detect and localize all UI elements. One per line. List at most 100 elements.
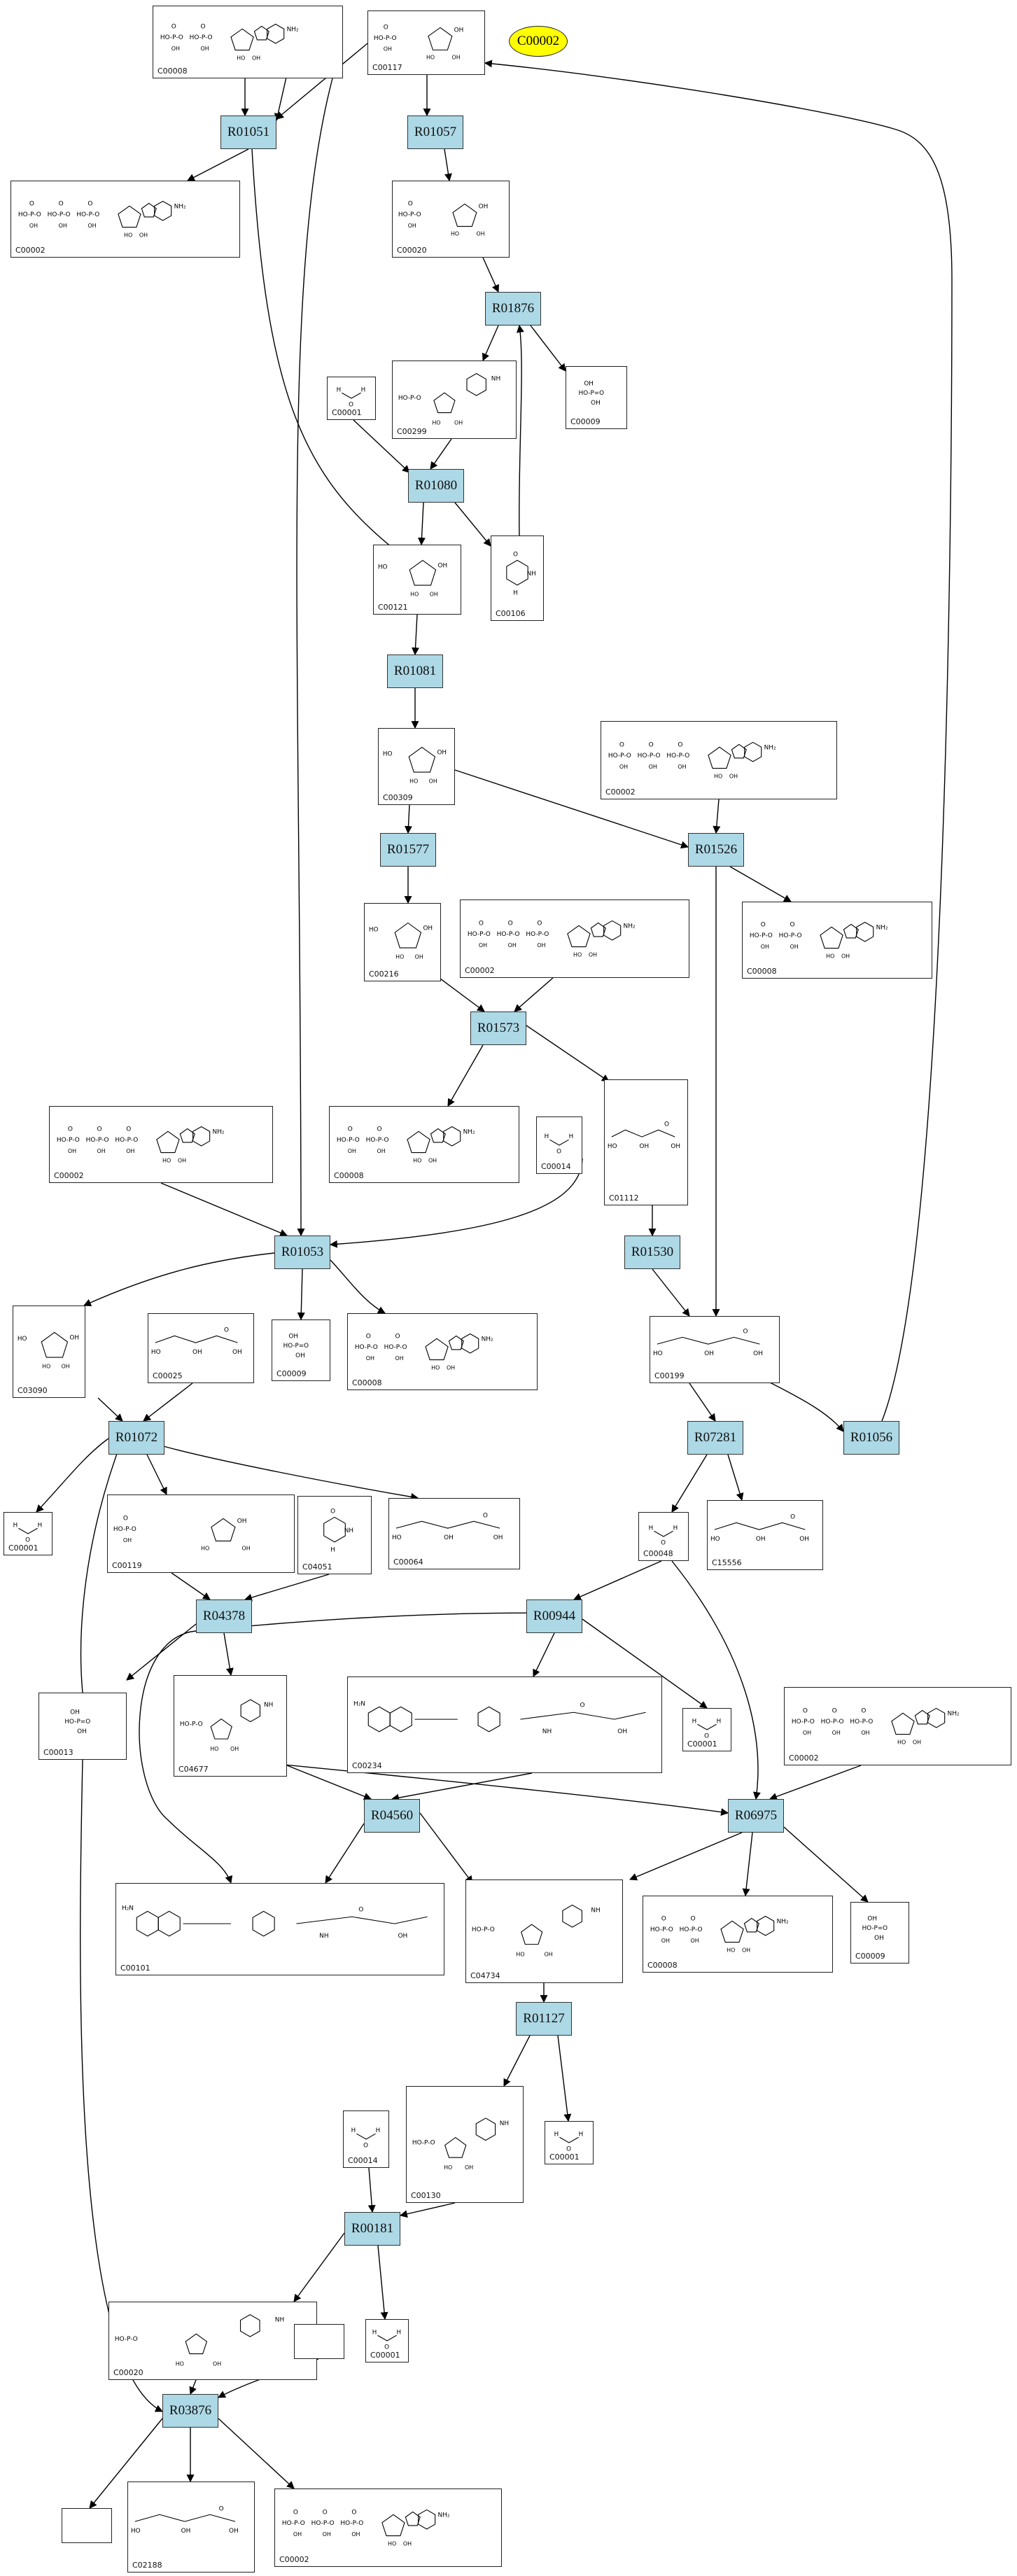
reaction-node[interactable]: R00181	[344, 2212, 400, 2246]
pathway-edge	[171, 1572, 211, 1600]
svg-text:NH₂: NH₂	[463, 1128, 475, 1135]
svg-text:OH: OH	[867, 1915, 877, 1922]
reaction-node[interactable]: R01876	[485, 292, 541, 326]
svg-text:NH₂: NH₂	[438, 2512, 450, 2519]
pathway-edge	[36, 1438, 109, 1513]
svg-text:OH: OH	[87, 223, 96, 229]
svg-text:OH: OH	[761, 944, 769, 950]
svg-text:HO-P-O: HO-P-O	[850, 1718, 873, 1726]
compound-id-label: C00121	[378, 603, 408, 612]
selected-compound-badge[interactable]: C00002	[509, 26, 568, 57]
svg-text:OH: OH	[232, 1349, 242, 1356]
reaction-node[interactable]: R04560	[364, 1799, 420, 1833]
reaction-node[interactable]: R01057	[407, 115, 463, 149]
svg-text:HO-P-O: HO-P-O	[48, 211, 71, 218]
svg-text:OH: OH	[423, 925, 433, 932]
svg-text:O: O	[832, 1707, 837, 1714]
reaction-node[interactable]: R01072	[108, 1421, 164, 1455]
svg-text:O: O	[323, 2509, 328, 2516]
reaction-node[interactable]: R01081	[387, 654, 443, 688]
reaction-node[interactable]: R06975	[728, 1799, 784, 1833]
pathway-edge	[783, 1826, 869, 1903]
empty-compound-node[interactable]	[294, 2324, 344, 2359]
svg-text:OH: OH	[661, 1938, 670, 1944]
compound-id-label: C00199	[654, 1371, 685, 1380]
reaction-node[interactable]: R01053	[274, 1236, 330, 1269]
compound-id-label: C00001	[332, 408, 362, 417]
svg-text:HO-P-O: HO-P-O	[340, 2520, 363, 2527]
reaction-node[interactable]: R03876	[162, 2394, 218, 2428]
svg-text:NH: NH	[264, 1702, 273, 1709]
svg-text:O: O	[87, 200, 92, 207]
compound-id-label: C00020	[397, 246, 427, 255]
compound-id-label: C00001	[370, 2351, 400, 2360]
reaction-node[interactable]: R04378	[196, 1600, 252, 1633]
svg-text:OH: OH	[589, 952, 597, 958]
reaction-node[interactable]: R00944	[526, 1600, 582, 1633]
reaction-node[interactable]: R01080	[408, 469, 464, 503]
reaction-node[interactable]: R01573	[470, 1011, 526, 1045]
svg-text:NH: NH	[275, 2317, 284, 2324]
reaction-node[interactable]: R01056	[843, 1421, 899, 1455]
svg-text:OH: OH	[493, 1534, 503, 1541]
pathway-edge	[482, 257, 499, 293]
svg-text:O: O	[803, 1707, 808, 1714]
svg-text:O: O	[363, 2143, 368, 2150]
svg-text:HO: HO	[176, 2360, 184, 2367]
svg-text:O: O	[224, 1327, 229, 1334]
reaction-node[interactable]: R01530	[624, 1236, 680, 1269]
reaction-node[interactable]: R01127	[516, 2002, 572, 2036]
reaction-node[interactable]: R01526	[688, 833, 744, 867]
reaction-node[interactable]: R01577	[380, 833, 436, 867]
reaction-node[interactable]: R01051	[220, 115, 276, 149]
empty-compound-node[interactable]	[62, 2508, 112, 2543]
reaction-node[interactable]: R07281	[687, 1421, 743, 1455]
svg-text:OH: OH	[293, 2531, 302, 2538]
